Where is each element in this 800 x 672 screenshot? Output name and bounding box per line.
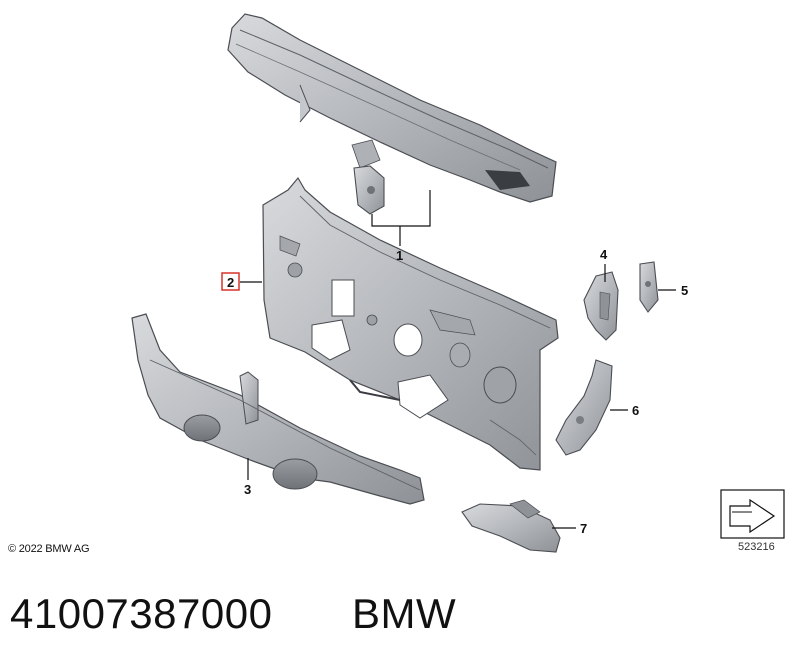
callout-1: 1 bbox=[396, 248, 403, 263]
parts-diagram: 1 2 3 4 5 6 7 bbox=[131, 13, 785, 553]
bracket-part-6[interactable] bbox=[555, 359, 613, 456]
cowl-panel-part[interactable] bbox=[227, 13, 557, 203]
callout-6: 6 bbox=[632, 403, 639, 418]
callout-7: 7 bbox=[580, 521, 587, 536]
callout-2[interactable]: 2 bbox=[227, 275, 234, 290]
copyright-text: © 2022 BMW AG bbox=[8, 543, 90, 555]
cross-member-part[interactable] bbox=[131, 313, 425, 505]
bracket-part-4[interactable] bbox=[583, 271, 619, 341]
brand-name: BMW bbox=[352, 590, 457, 637]
cowl-bracket-part[interactable] bbox=[353, 165, 385, 215]
diagram-id: 523216 bbox=[738, 541, 775, 553]
callout-3: 3 bbox=[244, 482, 251, 497]
bulkhead-part[interactable] bbox=[262, 176, 559, 471]
callout-box-icon bbox=[221, 272, 240, 291]
callout-5: 5 bbox=[681, 283, 688, 298]
bracket-part-5[interactable] bbox=[639, 261, 659, 313]
leader-lines bbox=[240, 190, 676, 529]
callout-4: 4 bbox=[600, 247, 608, 262]
support-part-7[interactable] bbox=[461, 499, 561, 553]
part-number: 41007387000 bbox=[10, 590, 273, 637]
view-direction-arrow-icon bbox=[720, 489, 785, 539]
